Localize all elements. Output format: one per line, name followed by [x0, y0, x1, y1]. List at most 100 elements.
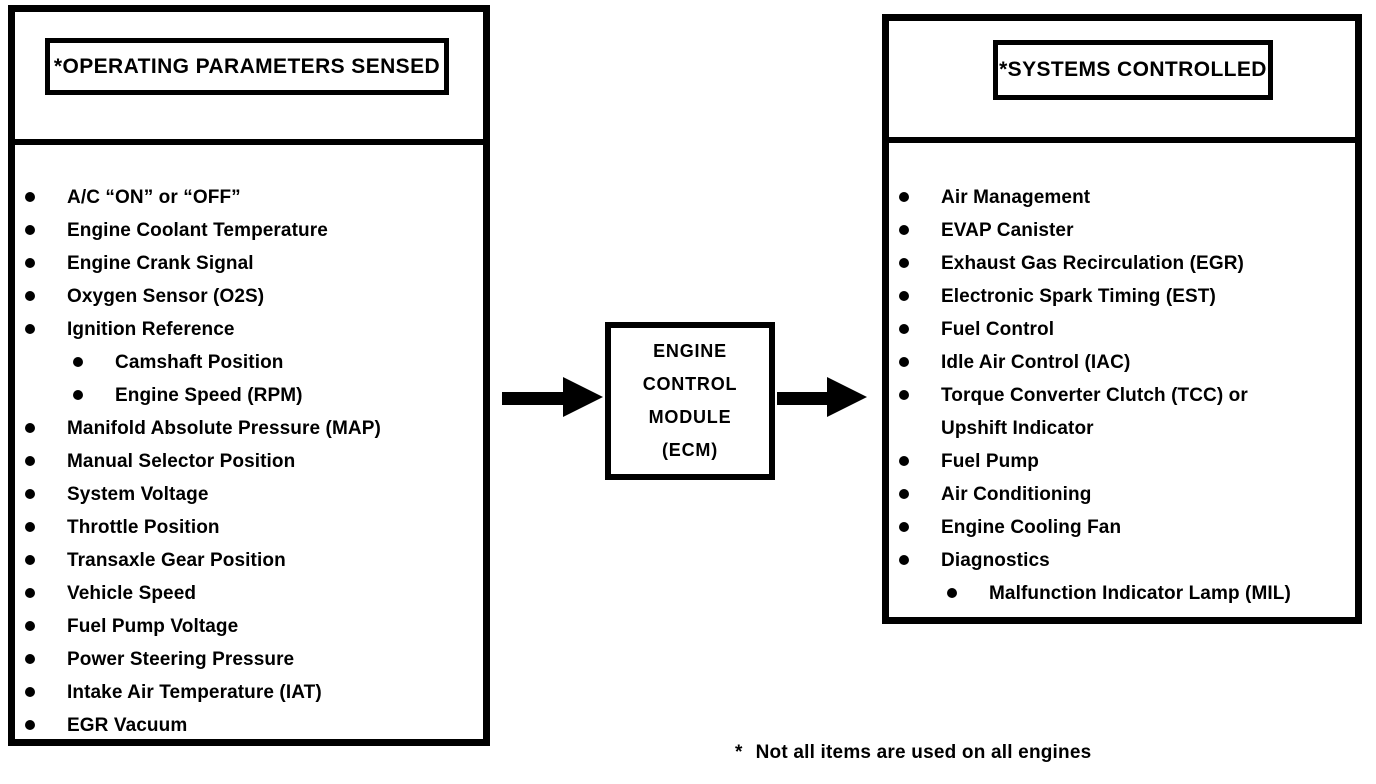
input-arrow-head [563, 377, 603, 417]
input-arrow-shaft [502, 392, 566, 405]
ecm-box: ENGINE CONTROL MODULE (ECM) [605, 322, 775, 480]
output-arrow-shaft [777, 392, 830, 405]
bullet-icon [899, 225, 909, 235]
list-item: Fuel Control [889, 313, 1349, 346]
list-item-label: Ignition Reference [67, 319, 235, 340]
list-item: Vehicle Speed [15, 577, 477, 610]
list-item-label: Throttle Position [67, 517, 220, 538]
input-arrow-icon [502, 377, 603, 418]
bullet-icon [899, 522, 909, 532]
list-item: Engine Cooling Fan [889, 511, 1349, 544]
left-panel-title: *OPERATING PARAMETERS SENSED [45, 38, 449, 95]
bullet-icon [899, 192, 909, 202]
bullet-icon [25, 291, 35, 301]
ecm-box-line: (ECM) [662, 440, 718, 460]
list-item: Power Steering Pressure [15, 643, 477, 676]
list-item: System Voltage [15, 478, 477, 511]
list-item-label: Engine Coolant Temperature [67, 220, 328, 241]
list-item-label: Air Management [941, 187, 1091, 208]
left-panel-header-band: *OPERATING PARAMETERS SENSED [15, 38, 483, 145]
bullet-icon [25, 423, 35, 433]
bullet-icon [899, 258, 909, 268]
bullet-icon [25, 654, 35, 664]
bullet-icon [899, 291, 909, 301]
list-item: Manual Selector Position [15, 445, 477, 478]
list-item: Air Conditioning [889, 478, 1349, 511]
bullet-icon [25, 225, 35, 235]
bullet-icon [899, 456, 909, 466]
list-item-label: Engine Crank Signal [67, 253, 254, 274]
list-item-label: Electronic Spark Timing (EST) [941, 286, 1216, 307]
footnote: * Not all items are used on all engines [735, 742, 1091, 764]
list-item: Intake Air Temperature (IAT) [15, 676, 477, 709]
right-panel-header-band: *SYSTEMS CONTROLLED [889, 40, 1355, 143]
list-item-label: Malfunction Indicator Lamp (MIL) [989, 583, 1291, 604]
output-arrow-head [827, 377, 867, 417]
list-item-label: Diagnostics [941, 550, 1050, 571]
output-arrow-icon [777, 377, 867, 418]
list-item-label: EVAP Canister [941, 220, 1074, 241]
list-item: Exhaust Gas Recirculation (EGR) [889, 247, 1349, 280]
bullet-icon [899, 489, 909, 499]
bullet-icon [899, 555, 909, 565]
list-item: Ignition Reference [15, 313, 477, 346]
list-item-label: Power Steering Pressure [67, 649, 295, 670]
list-item-label: Fuel Control [941, 319, 1055, 340]
operating-parameters-panel: *OPERATING PARAMETERS SENSED A/C “ON” or… [8, 5, 490, 746]
bullet-icon [25, 555, 35, 565]
list-item: EGR Vacuum [15, 709, 477, 742]
bullet-icon [25, 258, 35, 268]
list-item: Oxygen Sensor (O2S) [15, 280, 477, 313]
list-item-label: EGR Vacuum [67, 715, 188, 736]
list-item-label: Intake Air Temperature (IAT) [67, 682, 322, 703]
list-item-label: Manifold Absolute Pressure (MAP) [67, 418, 381, 439]
bullet-icon [25, 456, 35, 466]
list-item: Engine Crank Signal [15, 247, 477, 280]
bullet-icon [25, 192, 35, 202]
list-item-label: A/C “ON” or “OFF” [67, 187, 241, 208]
list-item-label: System Voltage [67, 484, 209, 505]
list-item-label: Fuel Pump [941, 451, 1040, 472]
list-item: EVAP Canister [889, 214, 1349, 247]
footnote-asterisk: * [735, 742, 743, 763]
bullet-icon [73, 357, 83, 367]
list-item-label: Transaxle Gear Position [67, 550, 286, 571]
bullet-icon [25, 522, 35, 532]
ecm-box-line: MODULE [648, 407, 732, 427]
list-item: Malfunction Indicator Lamp (MIL) [937, 577, 1349, 610]
list-item: Engine Speed (RPM) [63, 379, 477, 412]
list-item: Idle Air Control (IAC) [889, 346, 1349, 379]
list-item: Manifold Absolute Pressure (MAP) [15, 412, 477, 445]
bullet-icon [73, 390, 83, 400]
bullet-icon [25, 687, 35, 697]
list-item: Air Management [889, 181, 1349, 214]
bullet-icon [25, 720, 35, 730]
list-item: Electronic Spark Timing (EST) [889, 280, 1349, 313]
bullet-icon [25, 588, 35, 598]
list-item-label: Vehicle Speed [67, 583, 197, 604]
bullet-icon [899, 357, 909, 367]
list-item-label: Idle Air Control (IAC) [941, 352, 1131, 373]
list-item: Throttle Position [15, 511, 477, 544]
right-panel-title: *SYSTEMS CONTROLLED [993, 40, 1273, 100]
footnote-text: Not all items are used on all engines [755, 742, 1092, 763]
operating-parameters-list: A/C “ON” or “OFF” Engine Coolant Temperat… [15, 145, 483, 742]
list-item-label: Camshaft Position [115, 352, 284, 373]
list-item-label: Fuel Pump Voltage [67, 616, 239, 637]
list-item: Camshaft Position [63, 346, 477, 379]
ecm-box-line: ENGINE [653, 341, 727, 361]
list-item-label: Torque Converter Clutch (TCC) or Upshift… [941, 385, 1248, 439]
bullet-icon [899, 324, 909, 334]
list-item-label: Oxygen Sensor (O2S) [67, 286, 265, 307]
list-item-label: Engine Cooling Fan [941, 517, 1122, 538]
list-item: Fuel Pump [889, 445, 1349, 478]
bullet-icon [25, 621, 35, 631]
list-item: Diagnostics [889, 544, 1349, 577]
list-item: Engine Coolant Temperature [15, 214, 477, 247]
bullet-icon [25, 324, 35, 334]
list-item: A/C “ON” or “OFF” [15, 181, 477, 214]
bullet-icon [947, 588, 957, 598]
